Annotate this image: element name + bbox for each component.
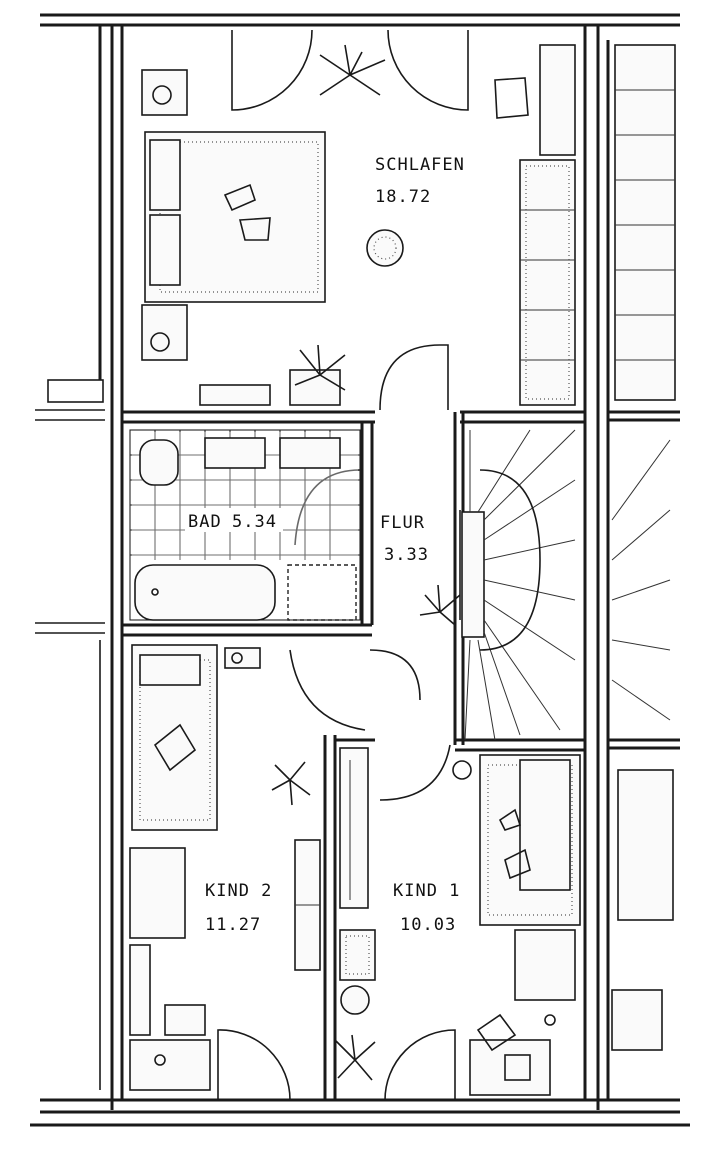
bad-name: BAD xyxy=(188,512,222,532)
kind2-furniture xyxy=(129,644,321,1091)
schlafen-furniture xyxy=(141,44,576,406)
schlafen-name: SCHLAFEN xyxy=(375,155,465,175)
flur-name: FLUR xyxy=(380,513,425,533)
flur-area: 3.33 xyxy=(384,545,429,565)
kind2-area: 11.27 xyxy=(205,915,261,935)
stairs xyxy=(419,429,576,741)
kind1-area: 10.03 xyxy=(400,915,456,935)
outer-walls xyxy=(30,13,690,1127)
kind1-furniture xyxy=(334,747,581,1096)
doors xyxy=(217,29,469,1101)
kind2-name: KIND 2 xyxy=(205,881,272,901)
kind1-name: KIND 1 xyxy=(393,881,460,901)
room-labels: SCHLAFEN 18.72 BAD 5.34 FLUR 3.33 KIND 2… xyxy=(185,155,465,935)
neighbor-unit xyxy=(611,44,676,1051)
bad-area: 5.34 xyxy=(232,512,277,532)
bad-fixtures xyxy=(129,429,361,621)
schlafen-area: 18.72 xyxy=(375,187,431,207)
interior-walls xyxy=(122,410,680,1100)
